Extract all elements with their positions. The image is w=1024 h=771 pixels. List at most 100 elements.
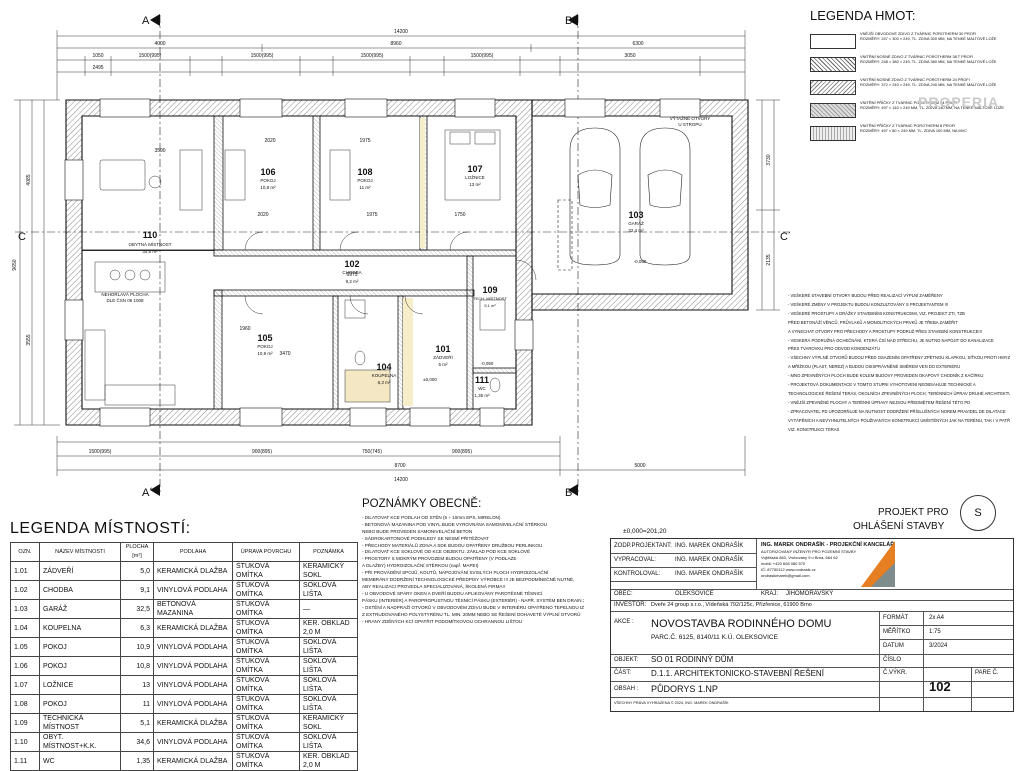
svg-text:105: 105 <box>257 333 272 343</box>
section-markers <box>150 14 578 496</box>
svg-text:POKOJ: POKOJ <box>257 344 272 349</box>
format-label: FORMÁT <box>883 615 909 621</box>
table-cell: POKOJ <box>39 637 121 657</box>
table-cell: SOKLOVÁ LIŠTA <box>299 656 358 676</box>
note-line: - VNĚJŠÍ ZPEVNĚNÉ PLOCHY A TERÉNNÍ ÚPRAV… <box>788 399 971 405</box>
cislo-label: ČÍSLO <box>883 657 902 663</box>
table-cell: — <box>299 599 358 619</box>
svg-text:11 m²: 11 m² <box>359 185 371 190</box>
windows <box>64 98 701 427</box>
table-cell: SOKLOVÁ LIŠTA <box>299 637 358 657</box>
room-labels: 110 OBYTNÁ MÍSTNOST 34,6 m² 106 POKOJ 10… <box>128 164 644 398</box>
table-cell: POKOJ <box>39 656 121 676</box>
material-row: VNITŘNÍ NOSNÉ ZDIVO Z TVÁRNIC POROTHERM … <box>802 54 1012 77</box>
col-uprava: ÚPRAVA POVRCHU <box>232 542 300 562</box>
table-cell: 1.07 <box>10 675 40 695</box>
note-line: - MNO ZPEVNĚNÝCH PLOCH BUDE KOLEM BUDOVY… <box>788 373 984 379</box>
dim-1975: 1975 <box>366 212 377 218</box>
svg-text:CHODBA: CHODBA <box>342 270 361 275</box>
table-cell: ŠTUKOVÁ OMÍTKA <box>232 561 300 581</box>
dim-overall-width: 14200 <box>394 29 408 35</box>
table-cell: 10,8 <box>120 656 154 676</box>
material-line-1: VNITŘNÍ PŘÍČKY Z TVÁRNIC POROTHERM 8 PRO… <box>860 123 956 128</box>
dim-2880: 2020 <box>264 138 275 144</box>
table-cell: 1.10 <box>10 732 40 752</box>
table-cell: KER. OBKLAD 2,0 M <box>299 751 358 771</box>
table-cell: VINYLOVÁ PODLAHA <box>153 675 233 695</box>
cvykr-value: 102 <box>929 679 951 694</box>
flue-note-2: U STROPU <box>678 122 701 127</box>
obsah-value: PŮDORYS 1.NP <box>651 684 718 694</box>
axis-a-bottom: A´ <box>142 487 153 499</box>
svg-text:10,9 m²: 10,9 m² <box>257 351 273 356</box>
dim-2020-a: 2020 <box>257 212 268 218</box>
svg-text:102: 102 <box>344 259 359 269</box>
investor-value: Dveře 24 group s.r.o., Vídeňská 792/125c… <box>651 602 812 608</box>
svg-text:LOŽNICE: LOŽNICE <box>465 173 485 180</box>
table-cell: ZÁDVEŘÍ <box>39 561 121 581</box>
table-cell: 1.09 <box>10 713 40 733</box>
material-line-2: ROZMĚRY: 248 × 380 × 249, TL. ZDIVA 380 … <box>860 59 997 64</box>
meritko-label: MĚŘÍTKO <box>883 629 911 635</box>
title-block: ZODP.PROJEKTANT: ING. MAREK ONDRAŠÍK VYP… <box>610 538 1014 712</box>
material-legend-title: LEGENDA HMOT: <box>810 8 916 23</box>
axis-labels: A A´ B B´ C C´ <box>18 15 790 499</box>
table-cell: 1.05 <box>10 637 40 657</box>
svg-text:109: 109 <box>482 285 497 295</box>
table-cell: ŠTUKOVÁ OMÍTKA <box>232 713 300 733</box>
svg-text:WC: WC <box>478 386 486 391</box>
note-line: - VEŠKERÉ PROSTUPY A DRÁŽKY STAVEBNÍMI K… <box>788 310 965 316</box>
svg-text:TECH. MÍSTNOST: TECH. MÍSTNOST <box>473 296 507 301</box>
bottom-dimensions <box>56 436 746 476</box>
cvykr-label: Č.VÝKR. <box>883 670 908 676</box>
dim-8700: 8700 <box>394 463 405 469</box>
kitchen-note-2: DLE ČSN 06 1008 <box>106 297 144 303</box>
level-garage: -0,050 <box>634 259 647 264</box>
dim-6300: 6300 <box>632 41 643 47</box>
dim-1500-c: 1500(995) <box>361 53 384 59</box>
room-103: 103 GARÁŽ 32,4 m² <box>628 210 644 233</box>
zodp-label: ZODP.PROJEKTANT: <box>614 543 672 549</box>
living-furniture <box>84 149 203 406</box>
material-line-1: VNITŘNÍ NOSNÉ ZDIVO Z TVÁRNIC POROTHERM … <box>860 54 974 59</box>
floor-plan: 14200 4000 8960 6300 1050 1500(995) 1500… <box>12 14 790 499</box>
table-cell: VINYLOVÁ PODLAHA <box>153 694 233 714</box>
table-cell: 1.06 <box>10 656 40 676</box>
footer-copyright: VŠECHNY PRÁVA VYHRAZENA © 2024, ING. MAR… <box>614 701 729 705</box>
table-cell: KERAMICKÝ SOKL <box>299 561 358 581</box>
room-110: 110 OBYTNÁ MÍSTNOST 34,6 m² <box>128 230 171 254</box>
note-line: - PROSTORY S MOKRÝM PROVOZEM BUDOU OPATŘ… <box>362 556 517 562</box>
dim-2135: 2135 <box>766 254 772 265</box>
table-cell: TECHNICKÁ MÍSTNOST <box>39 713 121 733</box>
note-line: PŘED BETONÁŽÍ VĚNCŮ, PRŮVLAKŮ A MONOLITI… <box>788 319 958 325</box>
watermark-logo: PROPERIA <box>918 94 1000 110</box>
level-wc: -0,050 <box>481 361 494 366</box>
material-line-2: ROZMĚRY: 497 × 80 × 249 MM, TL. ZDIVA 10… <box>860 128 968 133</box>
table-cell: ŠTUKOVÁ OMÍTKA <box>232 675 300 695</box>
insulation-strips <box>403 118 425 406</box>
svg-text:111: 111 <box>475 375 489 385</box>
table-cell: SOKLOVÁ LIŠTA <box>299 694 358 714</box>
stamp-line-2: OHLÁŠENÍ STAVBY <box>853 521 945 532</box>
doors <box>244 231 537 315</box>
dim-6975: 6975 <box>346 272 357 278</box>
svg-text:1,35 m²: 1,35 m² <box>474 393 490 398</box>
firm-email: ondrasikmarek@gmail.com <box>761 573 810 578</box>
svg-text:107: 107 <box>467 164 482 174</box>
rooms-table: OZN. NÁZEV MÍSTNOSTI PLOCHA [m²] PODLAHA… <box>10 542 358 771</box>
svg-text:34,6 m²: 34,6 m² <box>142 249 158 254</box>
table-cell: KOUPELNA <box>39 618 121 638</box>
note-line: ABY REALIZACI PROVEDLA SPECIALIZOVANÁ, Š… <box>362 583 506 589</box>
table-cell: 1.01 <box>10 561 40 581</box>
table-cell: SOKLOVÁ LIŠTA <box>299 732 358 752</box>
table-cell: ŠTUKOVÁ OMÍTKA <box>232 637 300 657</box>
general-notes-right: - VEŠKERÉ STAVEBNÍ OTVORY BUDOU PŘED REA… <box>788 292 1010 435</box>
dim-5000: 5000 <box>634 463 645 469</box>
kraj-label: KRAJ: <box>761 591 779 597</box>
material-row: VNĚJŠÍ OBVODOVÉ ZDIVO Z TVÁRNIC POROTHER… <box>802 31 1012 54</box>
room-101: 101 ZÁDVEŘÍ 5 m² <box>433 344 453 367</box>
obsah-label: OBSAH : <box>614 686 639 692</box>
svg-text:108: 108 <box>357 167 372 177</box>
